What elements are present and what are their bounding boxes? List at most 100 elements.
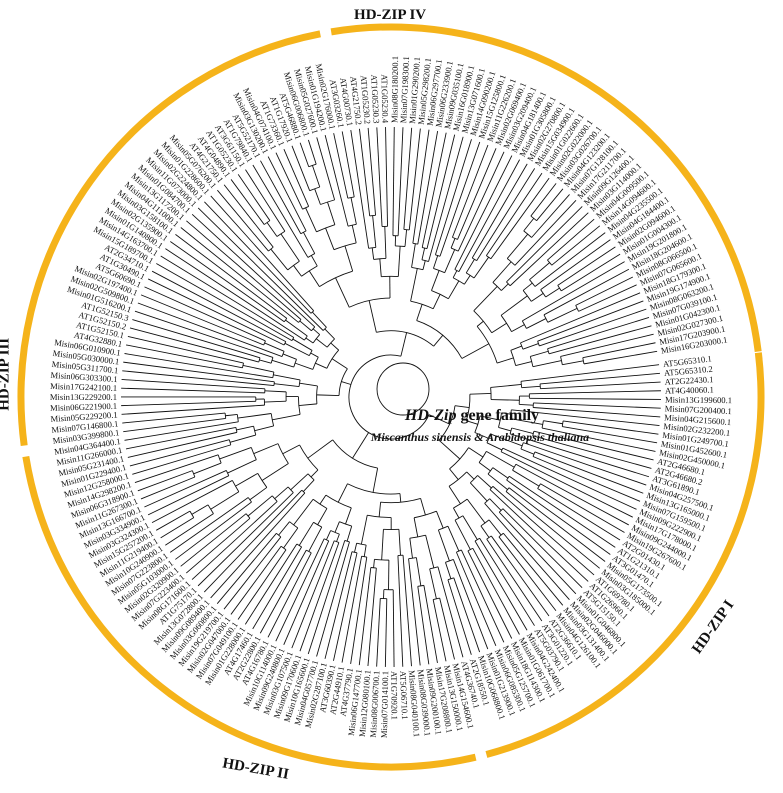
group-label-2: HD-ZIP II	[221, 755, 290, 782]
branch-segment	[447, 526, 460, 552]
branch-segment	[305, 207, 317, 233]
branch-segment	[249, 487, 268, 501]
branch-segment	[285, 319, 308, 337]
branch-segment	[299, 320, 312, 332]
branch-arc	[356, 542, 367, 546]
branch-segment	[508, 487, 606, 562]
branch-arc	[412, 242, 418, 245]
branch-segment	[273, 374, 301, 381]
branch-segment	[515, 361, 532, 367]
branch-segment	[476, 320, 484, 327]
branch-segment	[412, 129, 430, 244]
branch-segment	[408, 128, 421, 230]
branch-segment	[415, 557, 422, 586]
branch-segment	[282, 353, 297, 360]
branch-segment	[509, 212, 589, 287]
branch-segment	[522, 282, 533, 291]
branch-arc	[395, 245, 406, 247]
branch-segment	[359, 128, 371, 216]
branch-segment	[417, 586, 430, 665]
branch-segment	[237, 549, 287, 620]
branch-segment	[575, 276, 634, 306]
branch-segment	[490, 535, 550, 617]
branch-segment	[316, 137, 336, 200]
branch-segment	[270, 248, 289, 271]
branch-segment	[547, 307, 578, 323]
branch-segment	[345, 507, 352, 525]
branch-segment	[367, 127, 376, 216]
branch-segment	[469, 482, 488, 502]
branch-segment	[466, 420, 478, 425]
branch-segment	[282, 444, 300, 455]
branch-segment	[299, 542, 340, 652]
branch-segment	[534, 451, 644, 494]
leaf-label: AT5G65310.2	[664, 364, 714, 378]
branch-segment	[583, 350, 658, 365]
branch-arc	[433, 267, 445, 274]
branch-segment	[230, 546, 282, 615]
branch-segment	[165, 248, 305, 341]
branch-segment	[210, 492, 306, 599]
branch-segment	[144, 286, 266, 342]
branch-segment	[350, 129, 370, 249]
branch-segment	[511, 409, 660, 427]
branch-segment	[429, 568, 437, 599]
branch-segment	[438, 439, 461, 460]
branch-segment	[547, 218, 595, 261]
branch-segment	[333, 552, 358, 661]
branch-segment	[461, 343, 490, 359]
branch-segment	[551, 225, 601, 266]
branch-segment	[423, 585, 438, 664]
branch-arc	[348, 354, 430, 440]
branch-segment	[283, 540, 330, 645]
branch-segment	[537, 300, 644, 342]
branch-segment	[534, 232, 606, 287]
branch-arc	[505, 487, 510, 492]
branch-segment	[379, 258, 382, 277]
branch-arc	[450, 247, 459, 252]
branch-segment	[125, 426, 236, 450]
branch-segment	[132, 444, 231, 475]
branch-segment	[502, 447, 637, 510]
branch-segment	[392, 127, 395, 236]
branch-segment	[425, 535, 435, 568]
branch-segment	[449, 468, 459, 480]
branch-segment	[372, 468, 379, 493]
branch-segment	[121, 400, 256, 407]
branch-segment	[560, 333, 654, 357]
group-arc-3	[17, 30, 321, 447]
group-arc-1	[485, 352, 765, 758]
branch-segment	[529, 262, 550, 281]
branch-segment	[490, 177, 550, 260]
branch-arc	[332, 439, 378, 469]
branch-segment	[169, 497, 249, 553]
branch-segment	[543, 420, 563, 425]
branch-arc	[300, 230, 307, 235]
branch-segment	[486, 538, 543, 622]
branch-segment	[284, 342, 310, 357]
leaf-label: AT2G22430.1	[664, 374, 713, 387]
branch-segment	[454, 519, 471, 550]
branch-arc	[537, 483, 541, 489]
branch-segment	[520, 292, 641, 344]
branch-segment	[275, 152, 303, 210]
branch-arc	[474, 537, 480, 542]
branch-segment	[335, 277, 350, 308]
branch-segment	[324, 551, 353, 659]
leaf-label: Misin07G198300.1	[398, 56, 411, 123]
branch-segment	[219, 447, 252, 460]
branch-segment	[548, 325, 652, 355]
branch-segment	[266, 222, 278, 237]
branch-segment	[350, 197, 357, 225]
branch-segment	[512, 469, 540, 487]
branch-arc	[298, 379, 301, 387]
branch-segment	[543, 268, 630, 316]
branch-segment	[474, 540, 528, 631]
branch-arc	[530, 215, 537, 222]
branch-arc	[283, 318, 288, 323]
branch-arc	[506, 281, 511, 287]
branch-segment	[487, 473, 508, 490]
branch-segment	[334, 521, 340, 533]
title-main: HD-Zip gene family	[404, 407, 539, 424]
branch-segment	[299, 382, 318, 387]
